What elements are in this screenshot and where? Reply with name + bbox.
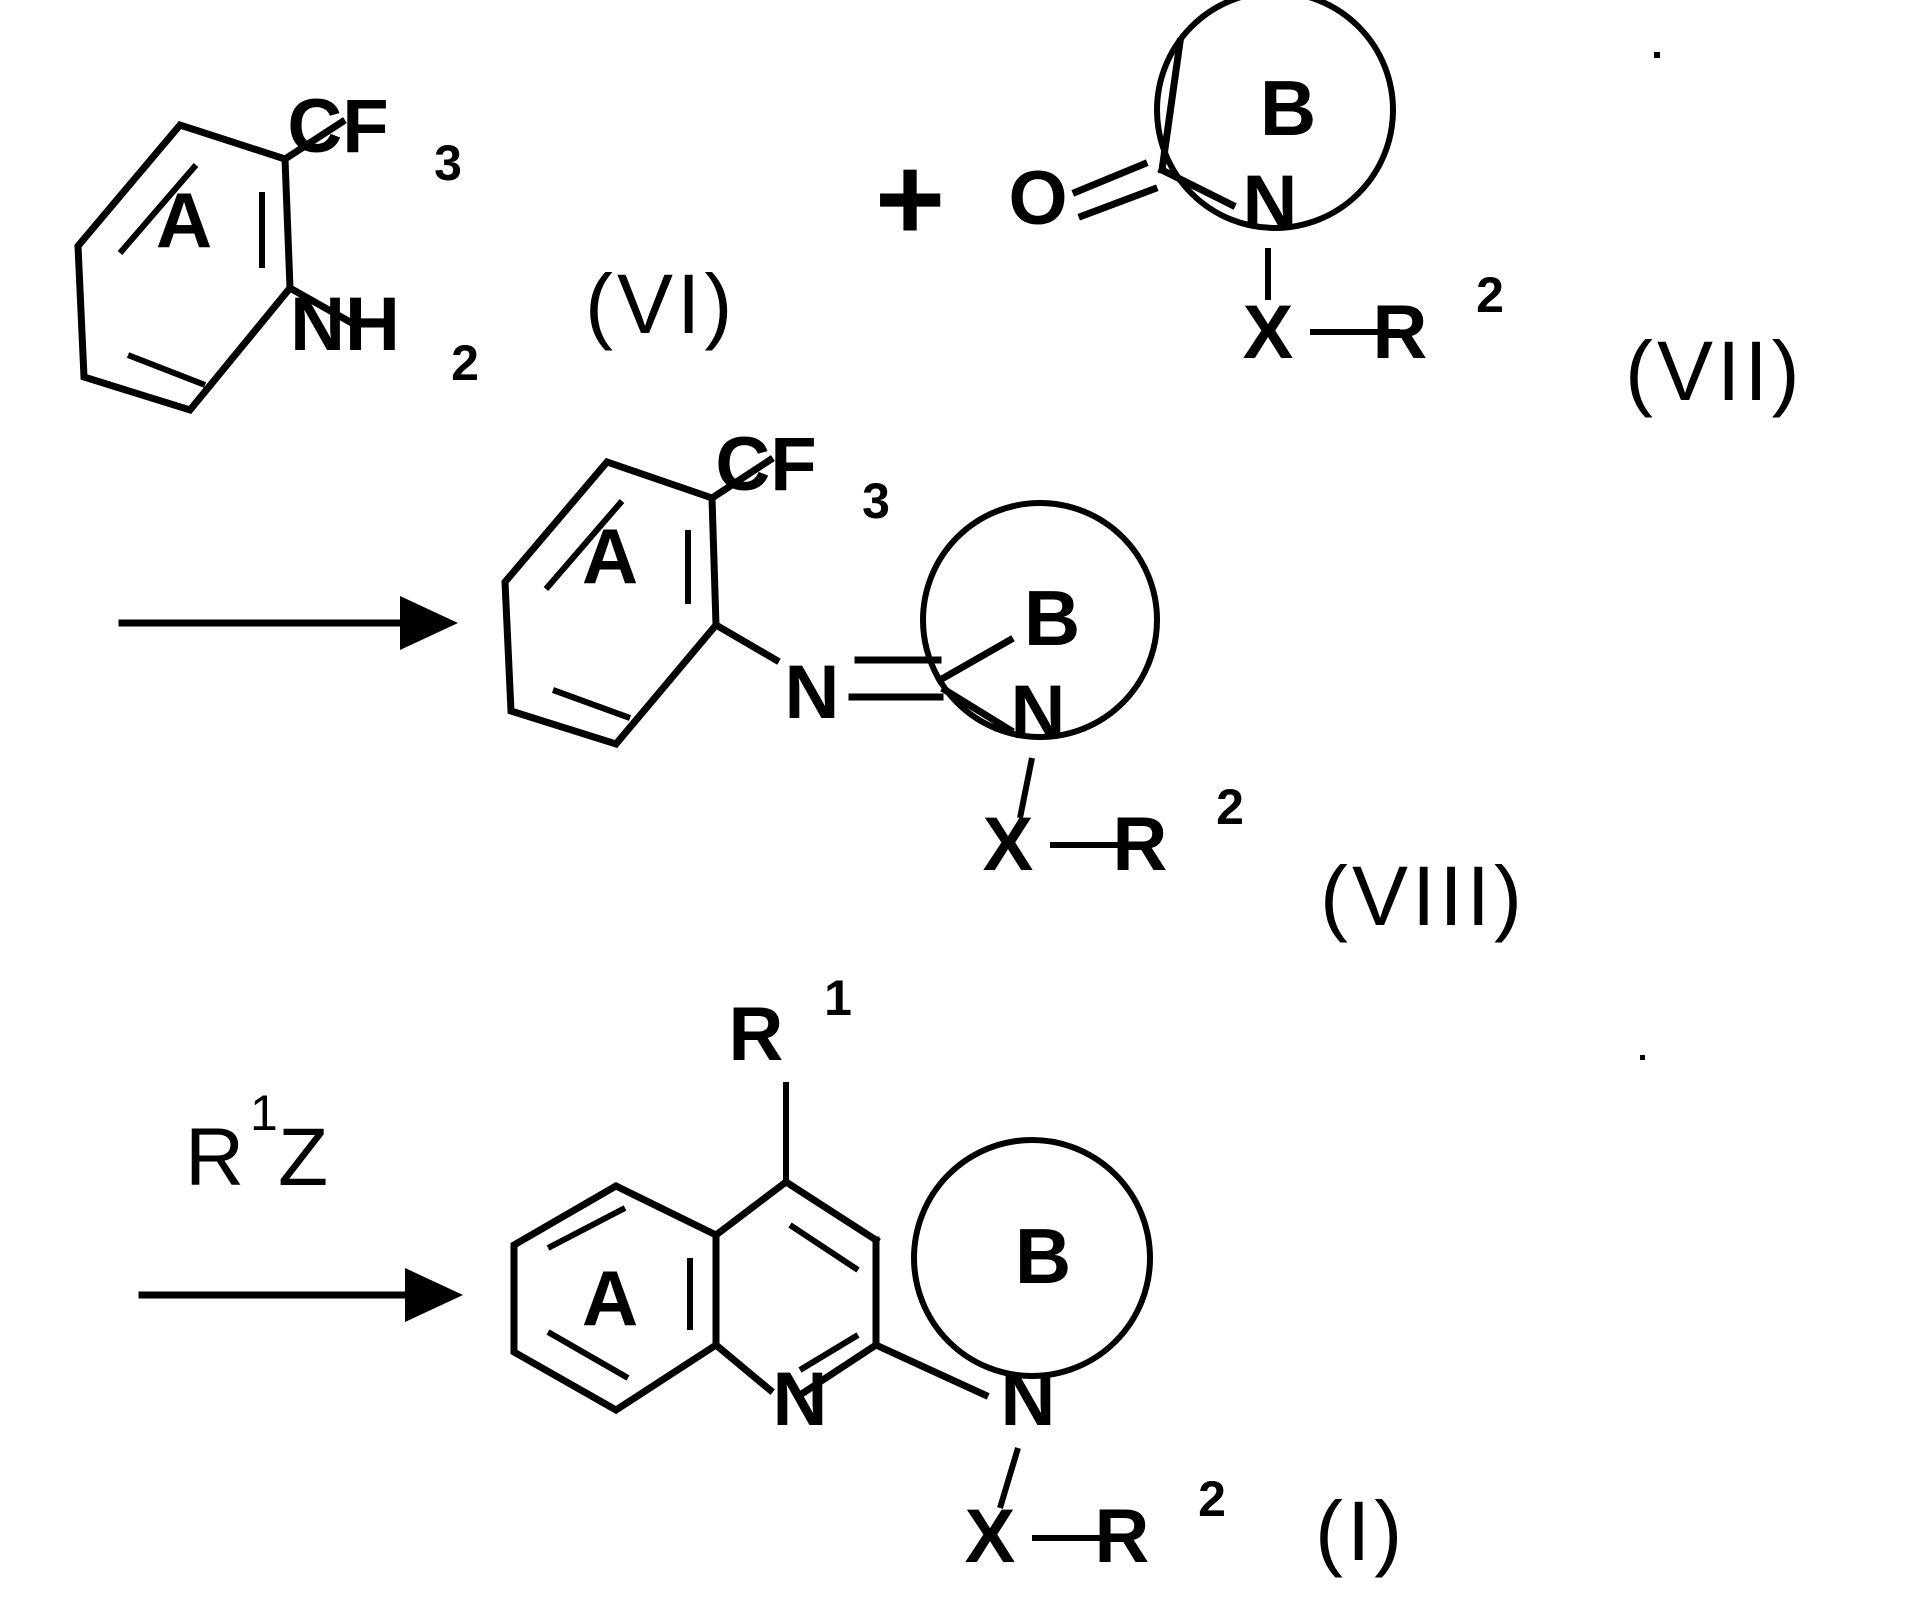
bond-n-to-x-i (997, 1447, 1021, 1509)
ring-b-circle-vii (1154, 0, 1396, 231)
bond-to-nh2-vi (285, 283, 355, 327)
label-compound-i: (I) (1315, 1484, 1406, 1578)
label-r-i: R (1095, 1494, 1150, 1579)
plus-operator: + (875, 132, 945, 266)
label-pyridine-nitrogen-i: N (773, 1357, 828, 1442)
bond-pyridine-to-ringb-n-i (871, 1340, 990, 1400)
label-x-i: X (965, 1494, 1016, 1579)
ring-label-a-vi: A (156, 176, 212, 264)
ring-label-b-vii: B (1260, 64, 1316, 152)
ink-speck-topright (1654, 52, 1660, 58)
label-oxygen-vii: O (1008, 156, 1067, 241)
label-imine-nitrogen-viii: N (785, 650, 840, 735)
ring-label-a-i: A (582, 1254, 638, 1342)
label-cf3-viii: CF (715, 422, 816, 507)
bond-to-cf3-viii (707, 455, 775, 503)
label-r-viii: R (1113, 802, 1168, 887)
label-reagent-z: Z (278, 1112, 328, 1203)
label-compound-vii: (VII) (1625, 324, 1804, 418)
bond-c-o-a-vii (1071, 159, 1149, 197)
ring-label-b-viii: B (1024, 574, 1080, 662)
ring-bond-left-vii (1158, 38, 1184, 174)
label-compound-viii: (VIII) (1320, 849, 1526, 943)
pyridine-ring-i (711, 1177, 881, 1400)
reaction-arrow-1 (118, 596, 458, 650)
ring-label-b-i: B (1015, 1212, 1071, 1300)
bond-c-to-ringb-viii (935, 635, 1015, 685)
label-ring-nitrogen-viii: N (1011, 670, 1066, 755)
bond-to-cf3-vi (280, 117, 347, 164)
label-reagent-r: R (185, 1112, 244, 1203)
label-ring-nitrogen-vii: N (1243, 160, 1298, 245)
ring-label-a-viii: A (582, 512, 638, 600)
label-r-superscript-vii: 2 (1476, 267, 1504, 323)
label-x-vii: X (1243, 290, 1294, 375)
reagent-r1z: R 1 Z (185, 1085, 328, 1203)
bond-c-to-n-viii (940, 685, 1015, 735)
ring-b-circle-i (911, 1137, 1153, 1379)
bond-ring-to-imine-n-viii (711, 620, 781, 665)
label-reagent-r-superscript: 1 (250, 1085, 278, 1141)
label-ring-nitrogen-i: N (1001, 1357, 1056, 1442)
label-r1-superscript-i: 1 (824, 970, 852, 1026)
structure-compound-vi: A CF 3 NH 2 (74, 84, 479, 415)
benzene-ring-a-viii (501, 457, 720, 749)
label-nh2-vi: NH (290, 282, 400, 367)
bond-c-o-b-vii (1077, 184, 1159, 221)
label-r-superscript-viii: 2 (1216, 779, 1244, 835)
label-cf3-subscript-viii: 3 (862, 473, 890, 529)
ring-b-circle-viii (920, 500, 1160, 740)
label-r1-i: R (729, 992, 784, 1077)
structure-compound-i: R 1 A N B N (510, 970, 1226, 1579)
label-r-vii: R (1373, 290, 1428, 375)
label-nh2-subscript-vi: 2 (451, 335, 479, 391)
label-compound-vi: (VI) (585, 257, 736, 351)
benzene-ring-a-vi (74, 120, 294, 415)
bond-n-to-x-viii (1017, 757, 1035, 819)
structure-compound-vii: B O N X R 2 (1008, 0, 1504, 375)
reaction-arrow-2 (138, 1268, 463, 1322)
label-cf3-subscript-vi: 3 (434, 135, 462, 191)
structure-compound-viii: A CF 3 N B N X R 2 (501, 422, 1244, 887)
label-cf3-vi: CF (287, 84, 388, 169)
ink-speck-mid (1640, 1055, 1645, 1060)
label-x-viii: X (983, 802, 1034, 887)
bond-carbonyl-to-n-vii (1157, 165, 1237, 210)
label-r-superscript-i: 2 (1198, 1471, 1226, 1527)
